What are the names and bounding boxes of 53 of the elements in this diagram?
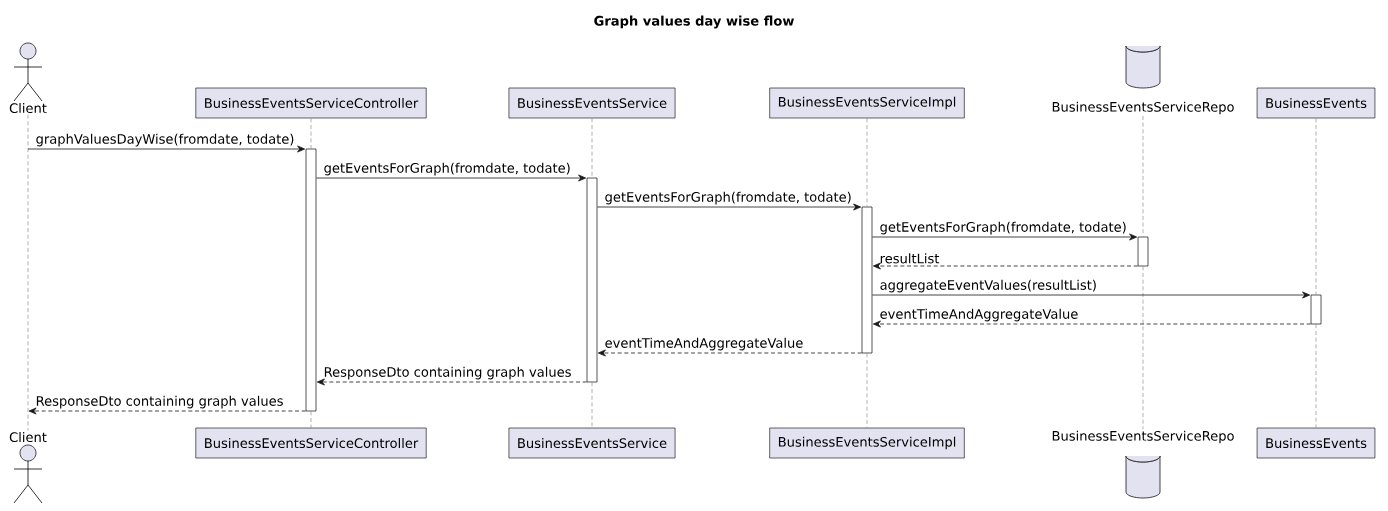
activation-bar bbox=[1310, 294, 1322, 325]
lifeline bbox=[1142, 266, 1144, 430]
lifeline bbox=[866, 353, 868, 428]
actor-figure: Client bbox=[9, 42, 47, 114]
message-arrow bbox=[872, 320, 1312, 328]
title: Graph values day wise flow bbox=[594, 15, 794, 29]
message-label: aggregateEventValues(resultList) bbox=[880, 279, 1096, 293]
activation-bar bbox=[861, 206, 873, 354]
message-label: eventTimeAndAggregateValue bbox=[605, 337, 803, 351]
message-label: getEventsForGraph(fromdate, todate) bbox=[324, 162, 570, 176]
message-label: resultList bbox=[880, 253, 940, 264]
participant-box: BusinessEventsServiceImpl bbox=[769, 427, 965, 459]
message-arrow bbox=[315, 174, 587, 182]
participant-box: BusinessEventsServiceImpl bbox=[769, 87, 965, 119]
activation-bar bbox=[586, 177, 598, 383]
node-label: BusinessEventsServiceRepo bbox=[1052, 101, 1234, 115]
participant-box: BusinessEvents bbox=[1256, 87, 1376, 119]
node-label: Client bbox=[9, 431, 47, 443]
participant-box: BusinessEventsService bbox=[508, 87, 676, 119]
database-cylinder: BusinessEventsServiceRepo bbox=[1052, 430, 1234, 499]
message-arrow bbox=[596, 203, 862, 211]
message-label: getEventsForGraph(fromdate, todate) bbox=[605, 191, 851, 205]
database-cylinder: BusinessEventsServiceRepo bbox=[1052, 45, 1234, 115]
participant-box: BusinessEventsServiceController bbox=[195, 427, 427, 459]
lifeline bbox=[866, 118, 868, 207]
node-label: Client bbox=[9, 102, 47, 114]
message-arrow bbox=[871, 233, 1138, 241]
lifeline bbox=[310, 411, 312, 428]
actor-figure: Client bbox=[9, 431, 47, 504]
lifeline bbox=[310, 118, 312, 149]
message-label: eventTimeAndAggregateValue bbox=[880, 308, 1078, 322]
activation-bar bbox=[1137, 236, 1149, 267]
activation-bar bbox=[305, 148, 317, 412]
message-label: ResponseDto containing graph values bbox=[324, 366, 571, 380]
lifeline bbox=[1142, 115, 1144, 237]
participant-box: BusinessEvents bbox=[1256, 427, 1376, 459]
message-label: ResponseDto containing graph values bbox=[36, 395, 283, 409]
lifeline bbox=[1315, 324, 1317, 428]
message-arrow bbox=[316, 378, 588, 386]
lifeline bbox=[1315, 118, 1317, 295]
message-label: getEventsForGraph(fromdate, todate) bbox=[880, 221, 1126, 235]
lifeline bbox=[27, 114, 29, 431]
participant-box: BusinessEventsServiceController bbox=[195, 87, 427, 119]
participant-box: BusinessEventsService bbox=[508, 427, 676, 459]
message-arrow bbox=[871, 291, 1311, 299]
lifeline bbox=[591, 118, 593, 178]
lifeline bbox=[591, 382, 593, 428]
message-arrow bbox=[27, 145, 306, 153]
message-arrow bbox=[872, 262, 1139, 270]
message-arrow bbox=[28, 407, 307, 415]
node-label: BusinessEventsServiceRepo bbox=[1052, 430, 1234, 444]
message-label: graphValuesDayWise(fromdate, todate) bbox=[36, 133, 294, 147]
message-arrow bbox=[597, 349, 863, 357]
